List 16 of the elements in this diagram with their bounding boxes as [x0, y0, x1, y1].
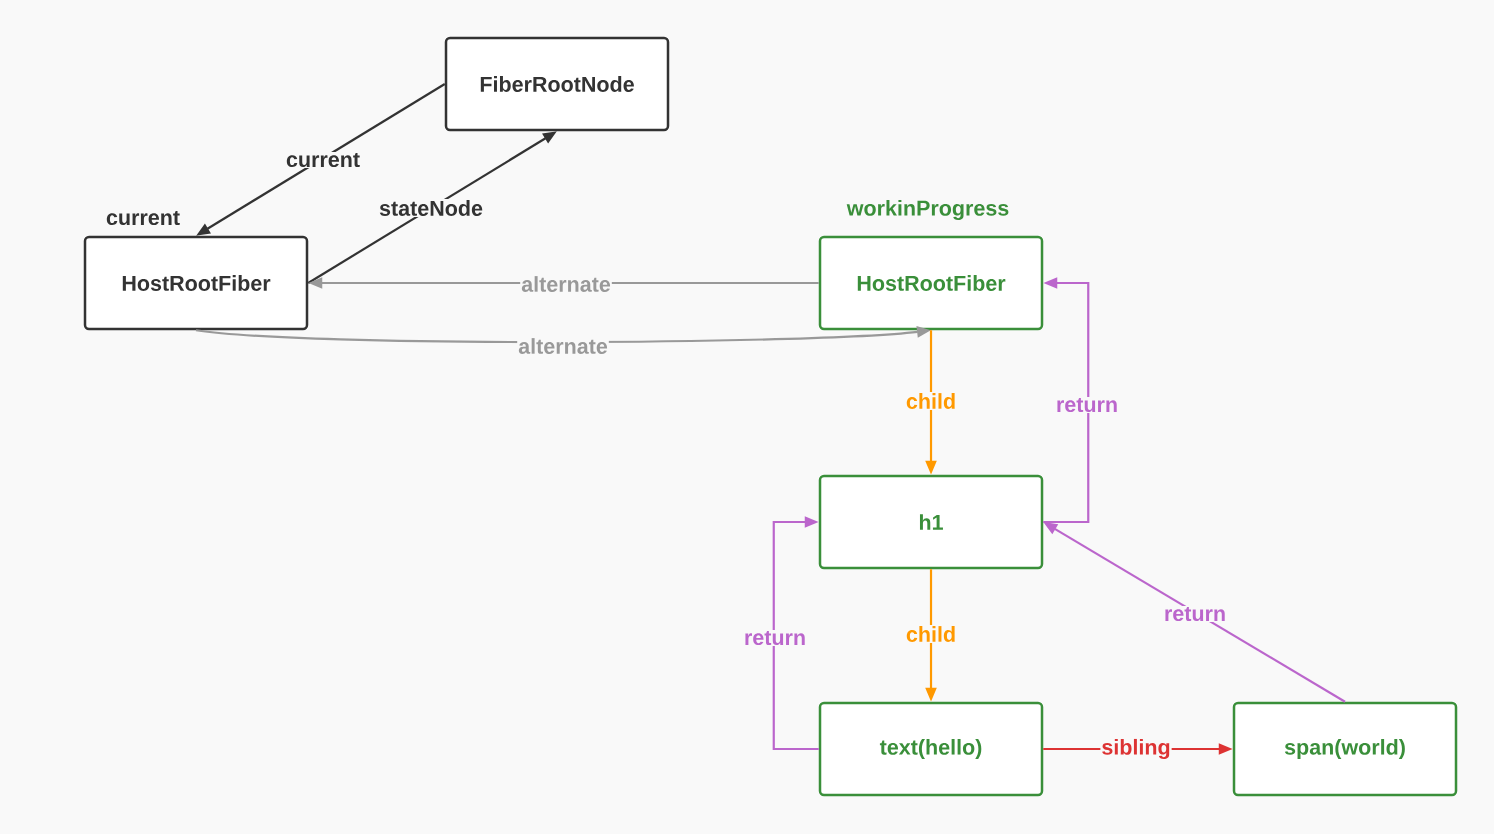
node-caption: current	[106, 210, 180, 226]
fiber-box: span(world)	[1232, 701, 1458, 797]
fiber-box: FiberRootNode	[444, 36, 670, 132]
fiber-box: HostRootFiber	[818, 235, 1044, 331]
edge-label: alternate	[517, 337, 609, 355]
fiber-box: HostRootFiber	[83, 235, 309, 331]
edge-label: sibling	[1100, 737, 1172, 761]
edge-label: child	[904, 392, 958, 410]
edge-label: stateNode	[378, 199, 484, 217]
arrow	[1043, 277, 1090, 524]
fiber-box: h1	[818, 474, 1044, 570]
edge-label: alternate	[520, 275, 612, 293]
edge-label: child	[904, 625, 958, 643]
fiber-box: text(hello)	[818, 701, 1044, 797]
node-caption: workinProgress	[846, 199, 1009, 221]
arrow	[772, 516, 819, 751]
